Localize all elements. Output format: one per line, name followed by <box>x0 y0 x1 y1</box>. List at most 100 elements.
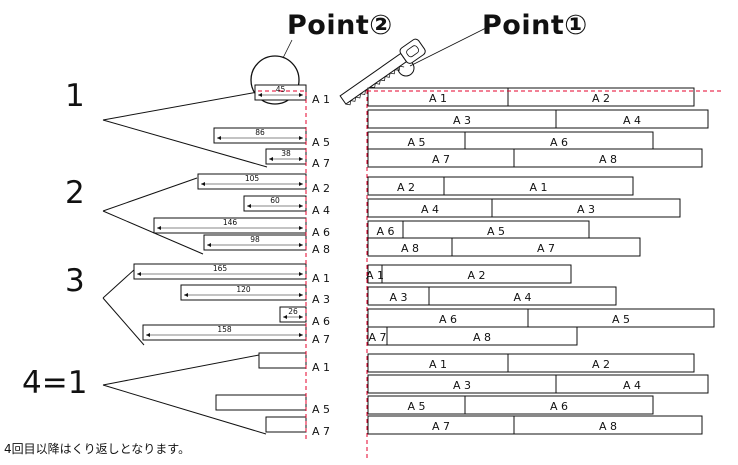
board-label-right: A 5 <box>487 225 505 238</box>
board-label-left: A 7 <box>432 153 450 166</box>
dimension-label: 146 <box>223 218 238 227</box>
floor-board-row <box>367 395 654 415</box>
magnifier-circle <box>250 55 300 105</box>
step-number-2: 2 <box>65 175 85 211</box>
floor-board-row <box>367 353 695 373</box>
piece-label: A 6 <box>312 315 330 328</box>
cut-piece <box>215 394 307 411</box>
board-label-right: A 4 <box>623 114 641 127</box>
piece-label: A 1 <box>312 361 330 374</box>
dimension-arrowhead <box>299 315 303 319</box>
piece-label: A 8 <box>312 243 330 256</box>
floor-board-row <box>367 109 709 129</box>
dimension-label: 26 <box>288 307 298 316</box>
floor-board-row <box>367 176 634 196</box>
taper-line-bottom <box>102 119 268 168</box>
saw-icon <box>339 38 426 106</box>
board-label-right: A 2 <box>592 358 610 371</box>
board-label-right: A 6 <box>550 400 568 413</box>
piece-label: A 7 <box>312 157 330 170</box>
dimension-arrowhead <box>283 315 287 319</box>
dimension-label: 120 <box>236 285 251 294</box>
dimension-arrowhead <box>299 93 303 97</box>
dimension-arrowhead <box>299 333 303 337</box>
board-label-left: A 4 <box>421 203 439 216</box>
point2-leader <box>282 39 293 59</box>
board-label-left: A 6 <box>376 225 394 238</box>
dimension-arrowhead <box>299 272 303 276</box>
board-label-right: A 6 <box>550 136 568 149</box>
dimension-arrowhead <box>137 272 141 276</box>
piece-label: A 3 <box>312 293 330 306</box>
cut-piece <box>197 173 307 190</box>
taper-line-bottom <box>102 384 267 435</box>
floor-board-row <box>367 286 617 306</box>
board-label-left: A 2 <box>397 181 415 194</box>
dimension-label: 158 <box>217 325 232 334</box>
board-label-right: A 1 <box>529 181 547 194</box>
board-label-right: A 4 <box>623 379 641 392</box>
dimension-arrowhead <box>258 93 262 97</box>
taper-line-top <box>102 177 198 212</box>
point1-leader <box>409 25 491 67</box>
dimension-label: 98 <box>250 235 260 244</box>
taper-line-top <box>102 91 259 121</box>
dimension-label: 86 <box>255 128 265 137</box>
board-label-right: A 2 <box>467 269 485 282</box>
taper-line-bottom <box>102 210 204 255</box>
piece-label: A 5 <box>312 136 330 149</box>
board-label-right: A 7 <box>537 242 555 255</box>
floor-board-row <box>367 220 590 240</box>
board-label-right: A 8 <box>473 331 491 344</box>
board-label-left: A 8 <box>401 242 419 255</box>
dimension-arrowhead <box>207 243 211 247</box>
dimension-arrowhead <box>247 204 251 208</box>
board-label-right: A 5 <box>612 313 630 326</box>
piece-label: A 1 <box>312 272 330 285</box>
floor-board-row <box>367 264 572 284</box>
piece-label: A 1 <box>312 93 330 106</box>
cut-piece <box>243 195 307 212</box>
floor-board-row <box>367 415 703 435</box>
piece-label: A 7 <box>312 333 330 346</box>
board-label-left: A 6 <box>439 313 457 326</box>
dimension-arrowhead <box>146 333 150 337</box>
dimension-label: 165 <box>213 264 228 273</box>
board-label-right: A 2 <box>592 92 610 105</box>
board-label-right: A 8 <box>599 153 617 166</box>
dimension-arrowhead <box>217 136 221 140</box>
board-label-right: A 8 <box>599 420 617 433</box>
cut-piece <box>133 263 307 280</box>
taper-line-top <box>102 354 260 386</box>
board-label-left: A 7 <box>432 420 450 433</box>
board-label-left: A 3 <box>389 291 407 304</box>
dimension-arrowhead <box>157 226 161 230</box>
cut-piece <box>265 416 307 433</box>
dimension-label: 45 <box>276 85 286 94</box>
piece-label: A 5 <box>312 403 330 416</box>
board-label-left: A 3 <box>453 114 471 127</box>
floor-board-row <box>367 237 641 257</box>
cut-guide-lines <box>258 90 722 458</box>
dimension-arrowhead <box>201 182 205 186</box>
dimension-label: 60 <box>270 196 280 205</box>
cut-piece <box>180 284 307 301</box>
dimension-arrowhead <box>299 293 303 297</box>
dimension-arrowhead <box>299 136 303 140</box>
dimension-arrowhead <box>299 182 303 186</box>
dimension-label: 38 <box>281 149 291 158</box>
taper-line-top <box>102 268 136 299</box>
dimension-arrowhead <box>269 157 273 161</box>
board-label-right: A 4 <box>513 291 531 304</box>
cut-piece <box>258 352 307 369</box>
floor-board-row <box>367 374 709 394</box>
piece-label: A 7 <box>312 425 330 438</box>
board-label-left: A 5 <box>407 400 425 413</box>
floor-board-row <box>367 87 695 107</box>
board-label-left: A 7 <box>368 331 386 344</box>
step-number-1: 1 <box>65 78 85 114</box>
